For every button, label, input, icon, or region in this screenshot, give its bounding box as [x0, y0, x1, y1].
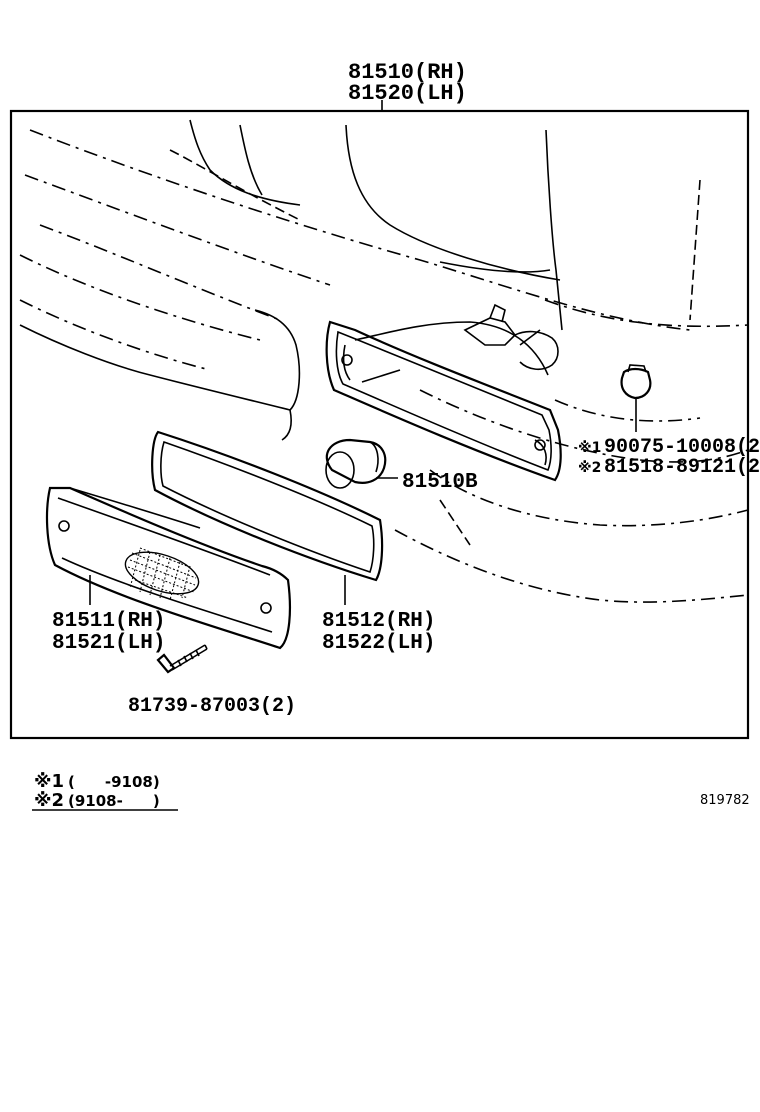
lens [45, 486, 292, 650]
legend-mark-1: ※1 [34, 771, 64, 792]
vehicle-body-edges [19, 119, 563, 441]
lens-reflector-pattern [124, 547, 200, 601]
assembly-label-lh: 81520(LH) [348, 81, 467, 106]
vehicle-body-outline [19, 129, 749, 603]
screw [156, 644, 208, 674]
socket-mark-1: ※1 [578, 440, 601, 456]
lens-rh-number: 81511(RH) [52, 610, 165, 633]
socket-clip [620, 364, 652, 432]
legend-range-2: (9108- ) [68, 792, 160, 810]
diagram-code: 819782 [700, 793, 750, 808]
lens-lh-number: 81521(LH) [52, 632, 165, 655]
legend: ※1 ( -9108) ※2 (9108- ) [32, 771, 178, 811]
part-label-gasket: 81512(RH) 81522(LH) [322, 610, 435, 655]
legend-range-1: ( -9108) [68, 773, 160, 791]
bulb [325, 438, 398, 489]
gasket-rh-number: 81512(RH) [322, 610, 435, 633]
part-label-lens: 81511(RH) 81521(LH) [52, 610, 165, 655]
assembly-label-rh: 81510(RH) [348, 60, 467, 85]
screw-number: 81739-87003(2) [128, 695, 296, 718]
gasket [151, 430, 384, 605]
lamp-housing [325, 303, 562, 482]
bulb-number: 81510B [402, 471, 478, 494]
assembly-label: 81510(RH) 81520(LH) [348, 60, 467, 106]
socket-number-2: 81518-89121(2 [604, 456, 760, 479]
part-label-socket: ※1 90075-10008(2 ※2 81518-89121(2 [578, 436, 760, 479]
legend-mark-2: ※2 [34, 790, 64, 811]
gasket-lh-number: 81522(LH) [322, 632, 435, 655]
socket-mark-2: ※2 [578, 460, 601, 476]
socket-number-1: 90075-10008(2 [604, 436, 760, 459]
diagram-frame [9, 109, 750, 740]
